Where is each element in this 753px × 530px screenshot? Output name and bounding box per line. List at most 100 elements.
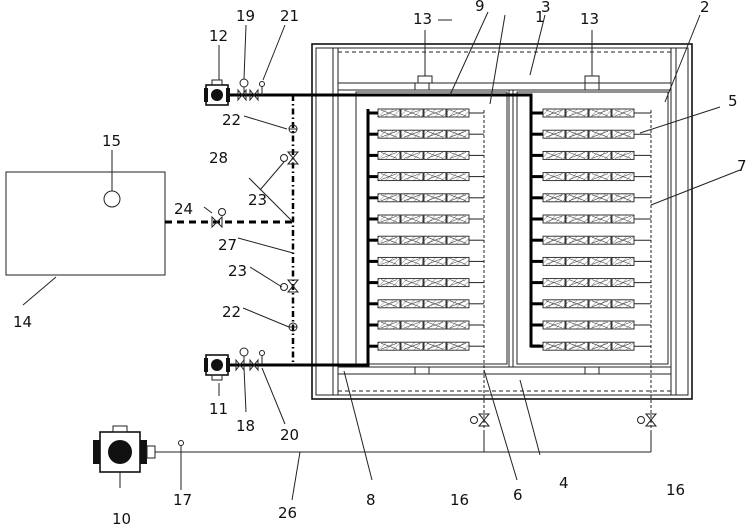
heater-row-right [531,320,651,330]
heater-module [377,320,401,330]
heater-module [377,193,401,203]
heater-module [377,129,401,139]
heater-module [377,150,401,160]
heater-row-right [531,150,651,160]
heater-module [400,256,424,266]
heater-module [400,193,424,203]
heater-module [611,172,635,182]
label-17: 17 [173,491,192,509]
heater-module [446,341,470,351]
label-5: 5 [728,92,738,110]
gauge-17 [178,440,184,452]
heater-module [542,256,566,266]
heater-module [542,235,566,245]
label-24: 24 [174,200,193,218]
pump-11 [204,354,230,381]
heater-module [565,341,589,351]
heater-module [565,108,589,118]
heater-module [423,150,447,160]
heater-module [400,341,424,351]
heater-row-left [368,278,484,288]
heater-module [446,214,470,224]
heater-module [588,214,612,224]
vent-13-right [584,30,600,84]
label-20: 20 [280,426,299,444]
label-13a: 13 [413,10,432,28]
heater-module [565,320,589,330]
leader-lines [22,11,741,501]
heater-module [611,320,635,330]
heater-module [423,256,447,266]
heater-module [588,299,612,309]
heater-module [588,341,612,351]
heater-module [565,129,589,139]
label-8: 8 [366,491,376,509]
heater-module [542,320,566,330]
heater-module [446,172,470,182]
heater-module [588,320,612,330]
label-2: 2 [700,0,710,16]
sensor-15 [103,190,121,208]
label-15: 15 [102,132,121,150]
heater-module [446,278,470,288]
heater-module [588,150,612,160]
vent-13-left [417,30,433,84]
heater-module [400,172,424,182]
heater-row-right [531,278,651,288]
heater-row-left [368,256,484,266]
heater-module [588,256,612,266]
tank-14 [5,150,166,276]
label-12: 12 [209,27,228,45]
heater-module [542,129,566,139]
heater-module [377,214,401,224]
heater-module [377,172,401,182]
heater-module [565,299,589,309]
heater-row-left [368,299,484,309]
heater-module [565,278,589,288]
heater-row-left [368,172,484,182]
heater-module [423,214,447,224]
pump-12 [204,79,230,106]
heater-module [377,299,401,309]
heater-row-left [368,341,484,351]
heater-module [542,278,566,288]
heater-module [542,150,566,160]
heater-module [377,278,401,288]
heater-module [542,299,566,309]
heater-module [611,256,635,266]
heater-module [423,129,447,139]
heater-module [446,235,470,245]
heater-row-right [531,172,651,182]
heater-module [542,341,566,351]
heater-module [423,193,447,203]
heater-module [611,214,635,224]
label-23a: 23 [248,191,267,209]
heater-module [400,278,424,288]
heater-row-left [368,193,484,203]
gauge-18 [235,347,249,372]
heater-module [588,235,612,245]
heater-row-left [368,235,484,245]
label-14: 14 [13,313,32,331]
heater-module [588,129,612,139]
heater-module [542,193,566,203]
heater-module [423,341,447,351]
heater-module [423,108,447,118]
label-19: 19 [236,7,255,25]
heater-row-left [368,129,484,139]
heater-module [611,235,635,245]
valve-16-right [637,413,658,427]
label-3: 3 [541,0,551,16]
label-1: 1 [535,8,545,26]
label-18: 18 [236,417,255,435]
heater-row-right [531,129,651,139]
label-21: 21 [280,7,299,25]
heater-module [423,299,447,309]
valve-23-upper [280,151,300,165]
label-11: 11 [209,400,228,418]
heater-module [446,299,470,309]
heater-module [588,108,612,118]
enclosure [311,43,693,400]
label-26: 26 [278,504,297,522]
heater-bank-left [368,108,484,351]
